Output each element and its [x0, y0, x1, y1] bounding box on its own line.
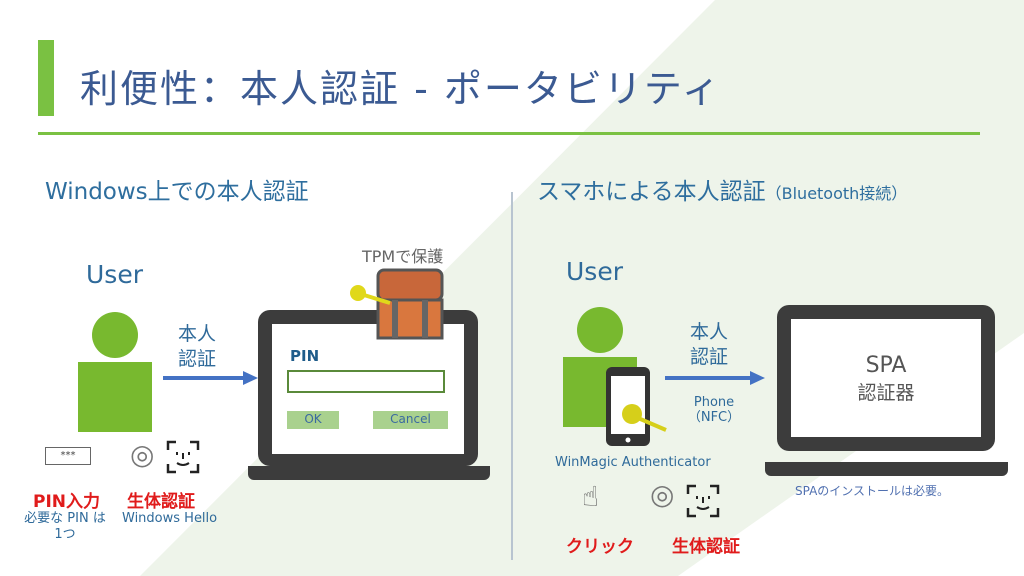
spa-subtitle: 認証器 [857, 382, 915, 404]
pin-input-title: PIN入力 [33, 492, 101, 512]
pin-masked-icon: *** [45, 447, 91, 465]
phone-nfc-label: Phone（NFC） [687, 395, 741, 425]
arrow-right-icon [163, 371, 258, 385]
pin-input[interactable] [287, 370, 445, 393]
tap-hand-icon: ☝ [582, 480, 600, 513]
right-bio-title: 生体認証 [672, 537, 740, 557]
left-arrow-label: 本人認証 [178, 323, 217, 370]
cancel-button[interactable]: Cancel [373, 411, 448, 429]
pin-label: PIN [290, 347, 320, 365]
app-label: WinMagic Authenticator [555, 455, 711, 470]
user-icon [78, 312, 152, 432]
smartphone-icon [606, 367, 667, 446]
right-arrow-label: 本人認証 [690, 321, 729, 368]
treasure-chest-icon [350, 268, 444, 340]
face-id-icon [166, 440, 200, 474]
spa-note: SPAのインストールは必要。 [795, 484, 950, 498]
right-user-label: User [566, 257, 623, 286]
laptop-base [248, 466, 490, 480]
ok-button[interactable]: OK [287, 411, 339, 429]
windows-hello-label: Windows Hello [122, 511, 218, 526]
left-user-label: User [86, 260, 143, 289]
fingerprint-icon: ◎ [650, 478, 675, 511]
title-accent-bar [38, 40, 54, 116]
right-heading: スマホによる本人認証（Bluetooth接続） [537, 179, 908, 205]
left-bio-title: 生体認証 [127, 492, 195, 512]
section-divider [511, 192, 513, 560]
fingerprint-icon: ◎ [130, 438, 155, 471]
title-underline [38, 132, 980, 135]
laptop-base [765, 462, 1008, 476]
left-heading: Windows上での本人認証 [45, 179, 309, 205]
laptop-right: SPA 認証器 [777, 305, 995, 451]
laptop-screen: SPA 認証器 [791, 319, 981, 437]
tpm-label: TPMで保護 [362, 247, 444, 266]
face-id-icon [686, 484, 720, 518]
spa-title: SPA [865, 353, 907, 378]
page-title: 利便性：本人認証 - ポータビリティ [80, 67, 722, 111]
click-title: クリック [566, 537, 634, 557]
arrow-right-icon [665, 371, 765, 385]
